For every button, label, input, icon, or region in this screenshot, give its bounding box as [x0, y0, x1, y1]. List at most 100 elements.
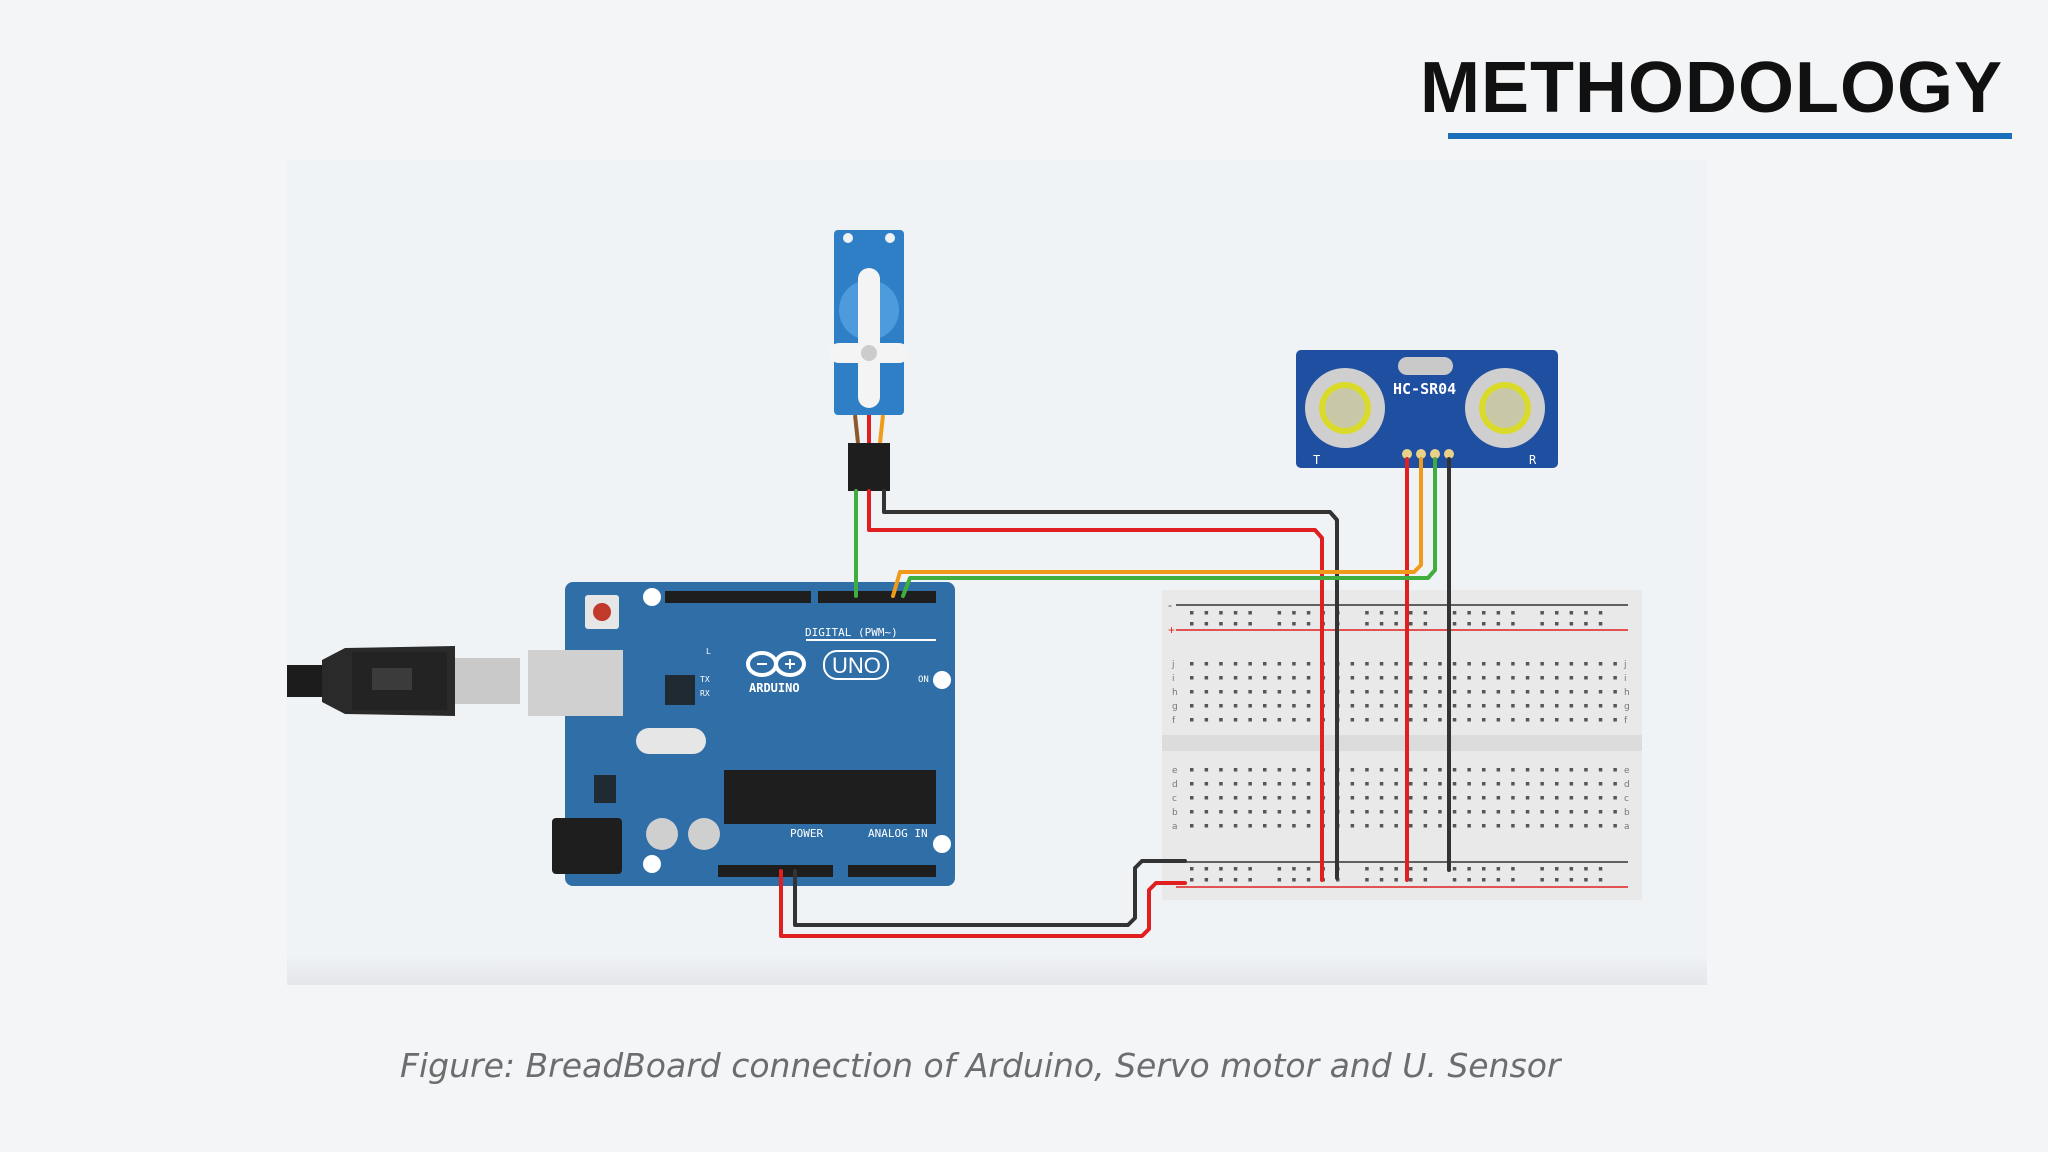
breadboard-hole — [1555, 622, 1559, 626]
breadboard-hole — [1394, 704, 1398, 708]
breadboard-hole — [1482, 622, 1486, 626]
wire-sensor-echo — [901, 457, 1437, 598]
breadboard-row-letter: j — [1623, 660, 1627, 670]
power-header — [718, 865, 833, 877]
servo-horn — [858, 268, 880, 408]
breadboard-hole — [1306, 867, 1311, 871]
breadboard-hole — [1482, 796, 1486, 800]
breadboard-hole — [1379, 611, 1384, 615]
breadboard-hole — [1350, 718, 1355, 722]
breadboard-row-letter: h — [1172, 688, 1178, 698]
breadboard-hole — [1482, 867, 1486, 871]
breadboard-hole — [1540, 782, 1544, 786]
breadboard-hole — [1365, 867, 1369, 871]
breadboard-hole — [1423, 704, 1428, 708]
wire-sensor-trig — [891, 457, 1423, 598]
breadboard-hole — [1496, 690, 1501, 694]
breadboard-hole — [1438, 768, 1442, 772]
breadboard-hole — [1525, 768, 1530, 772]
breadboard-hole — [1540, 676, 1544, 680]
breadboard-hole — [1263, 704, 1267, 708]
breadboard-hole — [1190, 824, 1194, 828]
breadboard-hole — [1569, 824, 1574, 828]
breadboard-hole — [1598, 810, 1603, 814]
breadboard-row-letter: j — [1171, 660, 1175, 670]
breadboard-hole — [1365, 796, 1369, 800]
breadboard-hole — [1306, 810, 1311, 814]
breadboard-hole — [1540, 611, 1544, 615]
breadboard-hole — [1569, 622, 1574, 626]
breadboard-hole — [1598, 796, 1603, 800]
breadboard-hole — [1423, 796, 1428, 800]
sensor-model-label: HC-SR04 — [1393, 380, 1456, 398]
breadboard-hole — [1438, 810, 1442, 814]
breadboard-hole — [1379, 796, 1384, 800]
breadboard-hole — [1190, 622, 1194, 626]
breadboard-hole — [1394, 796, 1398, 800]
breadboard-hole — [1233, 690, 1238, 694]
breadboard-hole — [1584, 690, 1588, 694]
breadboard-hole — [1248, 611, 1252, 615]
sensor-crystal — [1398, 357, 1453, 375]
breadboard-row-letter: i — [1624, 674, 1627, 684]
breadboard-hole — [1277, 796, 1282, 800]
breadboard-row-letter: d — [1624, 780, 1630, 790]
breadboard-hole — [1204, 782, 1209, 786]
breadboard-hole — [1613, 824, 1617, 828]
wire-arduino-5v — [779, 869, 1187, 938]
breadboard-hole — [1467, 796, 1471, 800]
breadboard-hole — [1248, 690, 1252, 694]
breadboard-hole — [1263, 690, 1267, 694]
breadboard-row-letter: d — [1172, 780, 1178, 790]
breadboard-hole — [1292, 690, 1296, 694]
breadboard-hole — [1365, 810, 1369, 814]
breadboard-hole — [1409, 718, 1413, 722]
breadboard-hole — [1452, 768, 1457, 772]
breadboard-hole — [1248, 676, 1252, 680]
breadboard-hole — [1467, 867, 1471, 871]
breadboard-hole — [1379, 704, 1384, 708]
breadboard-hole — [1540, 824, 1544, 828]
breadboard-hole — [1248, 622, 1252, 626]
breadboard-hole — [1511, 611, 1515, 615]
breadboard-hole — [1233, 718, 1238, 722]
breadboard-row-letter: g — [1172, 702, 1178, 712]
breadboard-hole — [1613, 782, 1617, 786]
breadboard-hole — [1409, 796, 1413, 800]
breadboard-row-letter: c — [1624, 794, 1629, 804]
breadboard-hole — [1394, 662, 1398, 666]
chip-small — [665, 675, 695, 705]
breadboard-hole — [1555, 796, 1559, 800]
breadboard-hole — [1555, 704, 1559, 708]
breadboard-hole — [1350, 704, 1355, 708]
breadboard-hole — [1204, 622, 1209, 626]
breadboard-hole — [1452, 867, 1457, 871]
breadboard-hole — [1423, 824, 1428, 828]
breadboard-hole — [1482, 611, 1486, 615]
breadboard-hole — [1306, 622, 1311, 626]
breadboard-hole — [1496, 810, 1501, 814]
breadboard-hole — [1423, 810, 1428, 814]
breadboard-hole — [1292, 676, 1296, 680]
breadboard-hole — [1423, 782, 1428, 786]
breadboard-hole — [1233, 796, 1238, 800]
breadboard-hole — [1482, 690, 1486, 694]
breadboard-hole — [1569, 810, 1574, 814]
breadboard-hole — [1306, 611, 1311, 615]
breadboard-hole — [1292, 718, 1296, 722]
breadboard-hole — [1467, 704, 1471, 708]
analog-header — [848, 865, 936, 877]
breadboard-hole — [1584, 611, 1588, 615]
breadboard-hole — [1277, 611, 1282, 615]
breadboard-hole — [1379, 824, 1384, 828]
breadboard-hole — [1277, 810, 1282, 814]
breadboard-hole — [1350, 768, 1355, 772]
capacitor — [688, 818, 720, 850]
breadboard-hole — [1248, 867, 1252, 871]
breadboard-hole — [1219, 704, 1223, 708]
breadboard-hole — [1277, 676, 1282, 680]
breadboard-hole — [1292, 867, 1296, 871]
breadboard-hole — [1511, 718, 1515, 722]
breadboard-row-letter: g — [1624, 702, 1630, 712]
